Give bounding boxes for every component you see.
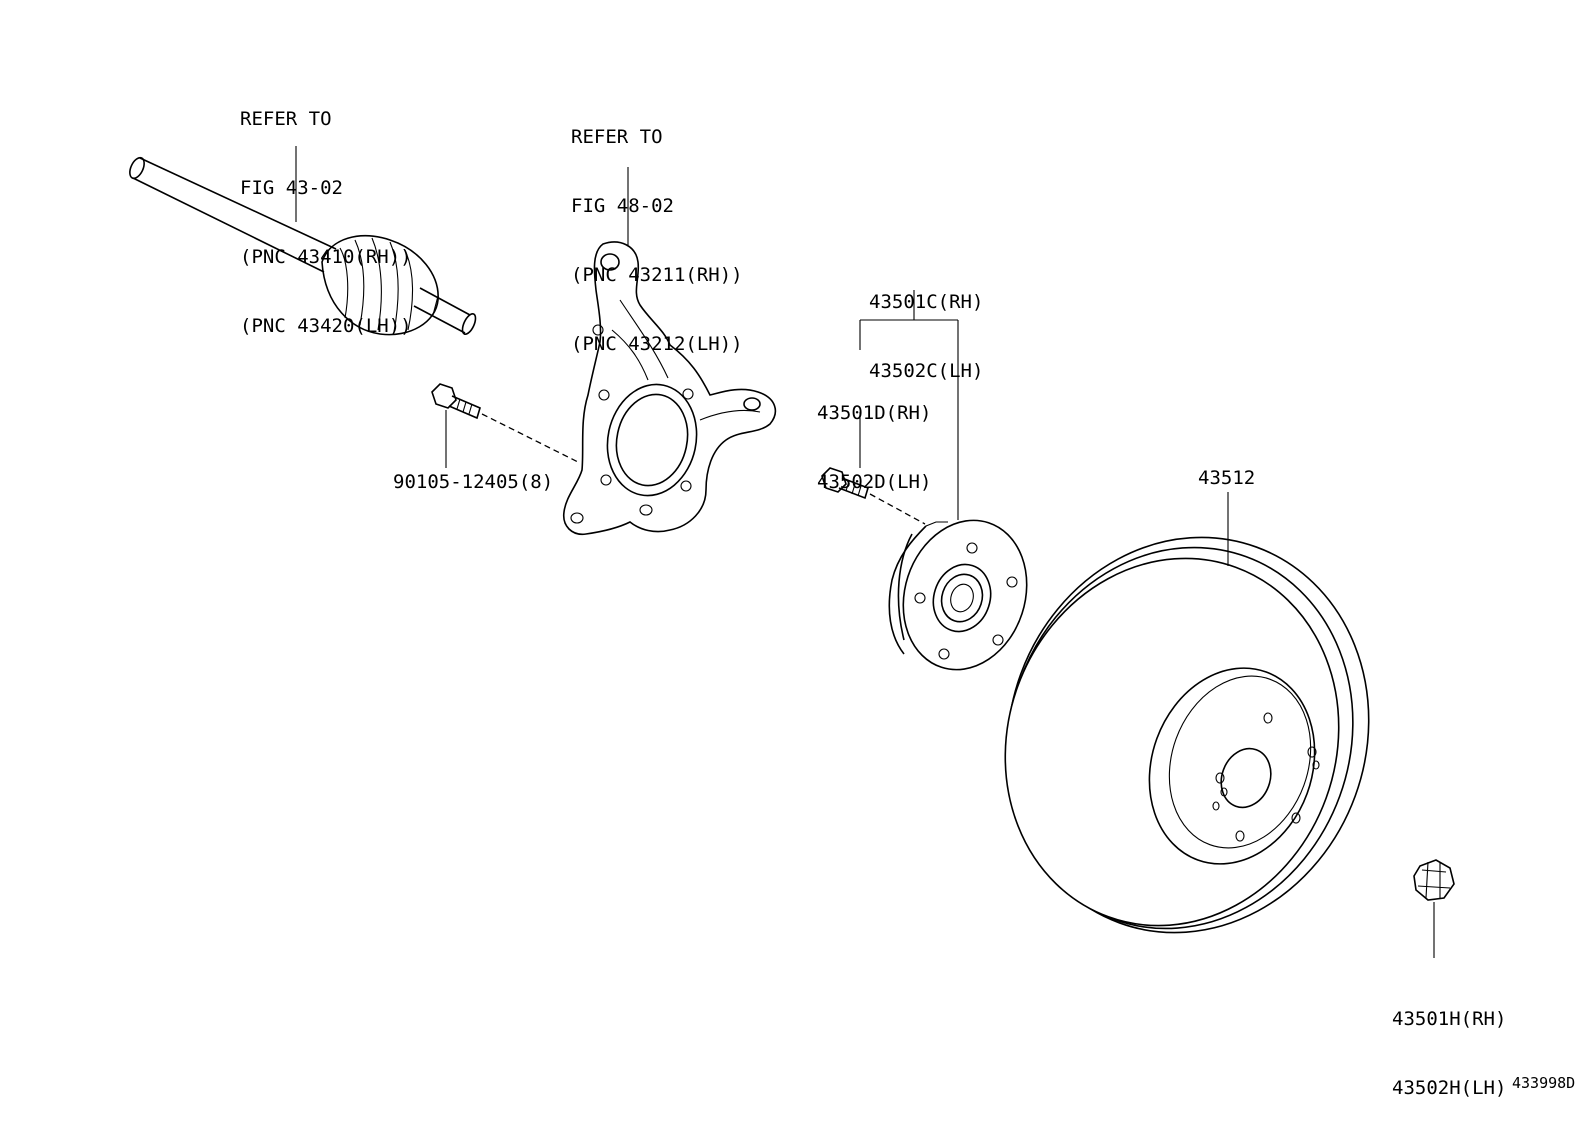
hub-c-lh: 43502C(LH) bbox=[869, 360, 984, 382]
axle-hub-illustration[interactable] bbox=[884, 504, 1045, 686]
hub-c-rh: 43501C(RH) bbox=[869, 291, 984, 313]
knuckle-bolt-illustration[interactable] bbox=[431, 383, 481, 420]
hub-nut-illustration[interactable] bbox=[1413, 859, 1455, 901]
hub-bolt-dashed-leader bbox=[869, 493, 926, 525]
hub-c-part-label[interactable]: 43501C(RH) 43502C(LH) bbox=[869, 245, 983, 406]
hub-d-part-label[interactable]: 43501D(RH) 43502D(LH) bbox=[817, 356, 931, 517]
figure-id: 433998D bbox=[1512, 1074, 1576, 1092]
nut-part-label[interactable]: 43501H(RH) 43502H(LH) bbox=[1392, 962, 1506, 1123]
knuckle-callout[interactable]: REFER TO FIG 48-02 (PNC 43211(RH)) (PNC … bbox=[571, 80, 743, 379]
driveshaft-callout-line-3: (PNC 43410(RH)) bbox=[240, 246, 412, 268]
knuckle-callout-line-3: (PNC 43211(RH)) bbox=[571, 264, 743, 286]
hub-d-lh: 43502D(LH) bbox=[817, 471, 932, 493]
leader-lines bbox=[295, 146, 1435, 958]
parts-diagram bbox=[127, 146, 1455, 984]
knuckle-callout-line-1: REFER TO bbox=[571, 126, 663, 148]
bolt-part-label[interactable]: 90105-12405(8) bbox=[393, 471, 554, 493]
knuckle-bolt-dashed-leader bbox=[481, 413, 579, 463]
driveshaft-callout-line-2: FIG 43-02 bbox=[240, 177, 343, 199]
steering-knuckle-illustration[interactable] bbox=[562, 241, 777, 536]
hub-d-rh: 43501D(RH) bbox=[817, 402, 932, 424]
knuckle-callout-line-2: FIG 48-02 bbox=[571, 195, 674, 217]
nut-lh: 43502H(LH) bbox=[1392, 1077, 1507, 1099]
nut-rh: 43501H(RH) bbox=[1392, 1008, 1507, 1030]
driveshaft-callout[interactable]: REFER TO FIG 43-02 (PNC 43410(RH)) (PNC … bbox=[240, 62, 412, 361]
hub-bolt-illustration[interactable] bbox=[821, 467, 869, 500]
knuckle-callout-line-4: (PNC 43212(LH)) bbox=[571, 333, 743, 355]
driveshaft-illustration[interactable] bbox=[127, 155, 478, 336]
driveshaft-callout-line-4: (PNC 43420(LH)) bbox=[240, 315, 412, 337]
driveshaft-callout-line-1: REFER TO bbox=[240, 108, 332, 130]
disc-part-label[interactable]: 43512 bbox=[1198, 467, 1256, 489]
brake-disc-illustration[interactable] bbox=[952, 486, 1423, 984]
